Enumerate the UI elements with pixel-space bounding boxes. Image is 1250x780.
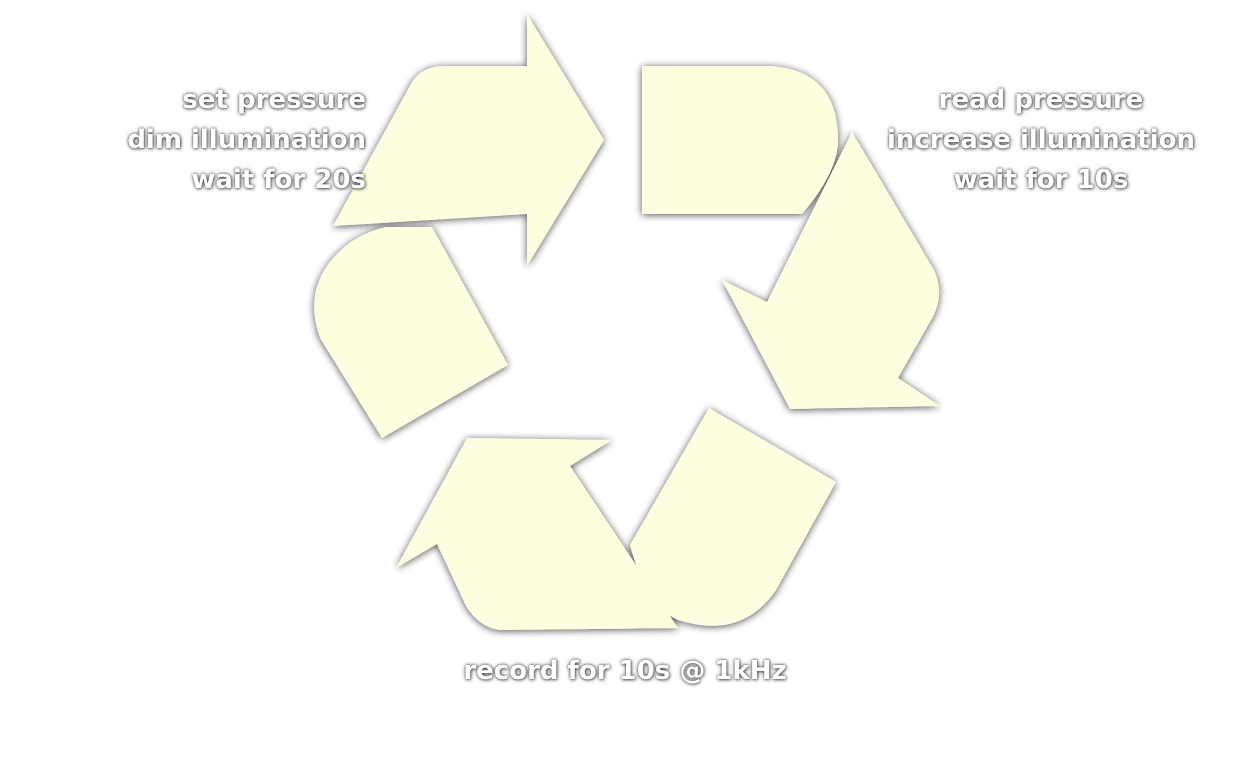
arrow-right-down-icon (722, 132, 940, 409)
step-text-line: wait for 10s (953, 165, 1129, 195)
step-text-line: record for 10s @ 1kHz (463, 656, 787, 686)
step-set-pressure-label: set pressure dim illumination wait for 2… (40, 80, 366, 200)
step-text-line: dim illumination (127, 125, 366, 155)
segment-left-block (314, 227, 508, 438)
arrow-top-right-icon (333, 14, 604, 266)
arrow-bottom-left-icon (396, 438, 678, 630)
segment-bottom-right-block (630, 408, 836, 626)
segment-top-right-block (642, 66, 838, 214)
step-text-line: read pressure (938, 85, 1144, 115)
step-text-line: increase illumination (886, 125, 1195, 155)
step-record-label: record for 10s @ 1kHz (420, 651, 830, 691)
step-read-pressure-label: read pressure increase illumination wait… (866, 80, 1216, 200)
step-text-line: set pressure (182, 85, 366, 115)
step-text-line: wait for 20s (191, 165, 366, 195)
